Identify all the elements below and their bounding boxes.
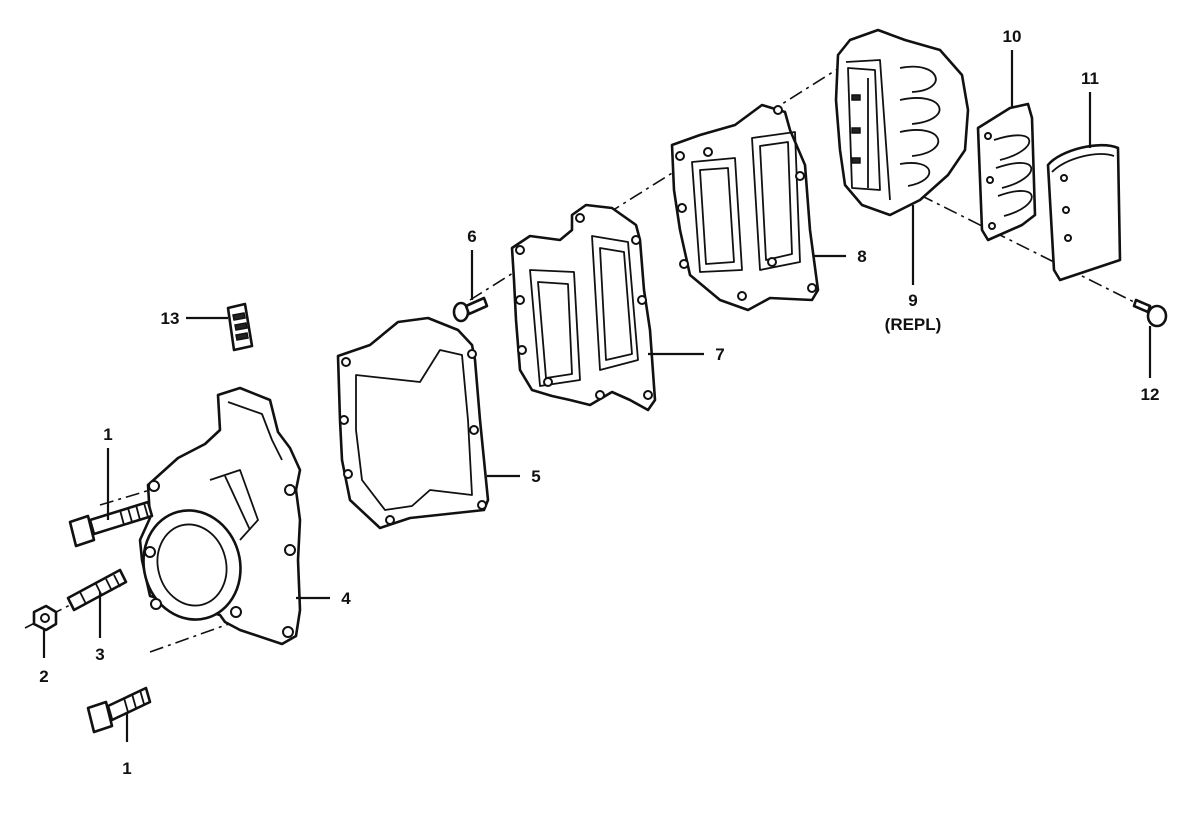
- leader-lines: [42, 50, 1152, 742]
- part-1-bolt-lower: [86, 686, 152, 734]
- callout-11: 11: [1081, 69, 1099, 88]
- part-5-gasket: [336, 316, 490, 530]
- part-6-screw: [452, 296, 489, 323]
- callout-3: 3: [95, 645, 104, 664]
- callout-6: 6: [467, 227, 476, 246]
- part-9-reed-cage: [834, 28, 970, 217]
- callout-13: 13: [161, 309, 180, 328]
- callout-1-upper: 1: [103, 425, 112, 444]
- part-3-stud: [66, 568, 128, 612]
- part-11-stop-plate: [1046, 143, 1122, 282]
- part-12-screw: [1132, 298, 1168, 328]
- callout-10: 10: [1003, 27, 1022, 46]
- part-8-gasket: [670, 103, 820, 312]
- part-2-nut: [32, 604, 58, 632]
- callout-12: 12: [1141, 385, 1160, 404]
- callout-2: 2: [39, 667, 48, 686]
- part-13-decal: [226, 302, 254, 352]
- callout-9: 9: [908, 291, 917, 310]
- part-10-reed-petals: [976, 102, 1037, 242]
- callout-7: 7: [715, 345, 724, 364]
- callout-8: 8: [857, 247, 866, 266]
- part-4-intake-housing: [138, 386, 302, 646]
- callout-9-note: (REPL): [885, 315, 942, 334]
- part-1-bolt-upper: [68, 500, 154, 548]
- part-7-reed-plate: [510, 203, 657, 412]
- callout-4: 4: [341, 589, 351, 608]
- callout-1-lower: 1: [122, 759, 131, 778]
- callout-5: 5: [531, 467, 540, 486]
- callout-labels: 1 1 2 3 4 5 6 7 8 9 (REPL) 10 11 12 13: [39, 27, 1159, 778]
